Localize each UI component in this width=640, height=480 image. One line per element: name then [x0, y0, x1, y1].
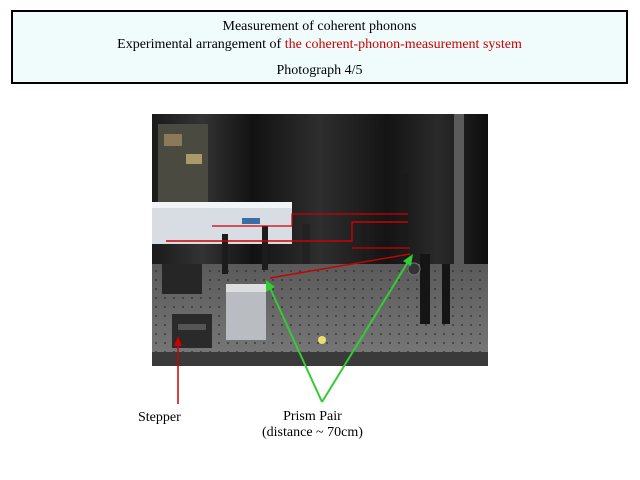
- lab-photograph-drawing: [152, 114, 488, 366]
- stepper-stage: [172, 314, 212, 348]
- stage-block: [162, 264, 202, 294]
- page-title: Measurement of coherent phonons: [222, 19, 417, 34]
- support-pole: [454, 114, 464, 314]
- title-box: Measurement of coherent phonons Experime…: [11, 10, 628, 84]
- beam-line: [212, 213, 408, 227]
- prism-pair-label-line1: Prism Pair: [283, 409, 342, 424]
- stepper-label: Stepper: [138, 410, 181, 425]
- prism-pair-label-line2: (distance ~ 70cm): [262, 425, 363, 440]
- optic-mount: [222, 234, 228, 274]
- subtitle-highlight: the coherent-phonon-measurement system: [284, 37, 522, 52]
- prism-pair-label: Prism Pair (distance ~ 70cm): [262, 409, 363, 441]
- optic-mount: [262, 226, 268, 270]
- optic-mount: [442, 264, 450, 324]
- optic-mount: [302, 224, 310, 264]
- subtitle-prefix: Experimental arrangement of: [117, 37, 285, 52]
- prism-block: [226, 284, 266, 340]
- photo-counter: Photograph 4/5: [276, 63, 363, 78]
- optic-mount: [420, 254, 430, 324]
- page-subtitle: Experimental arrangement of the coherent…: [13, 36, 626, 54]
- beam-line: [166, 221, 408, 242]
- optic-mount: [402, 174, 408, 264]
- optic-mount: [362, 218, 370, 264]
- lab-photograph: [152, 114, 488, 366]
